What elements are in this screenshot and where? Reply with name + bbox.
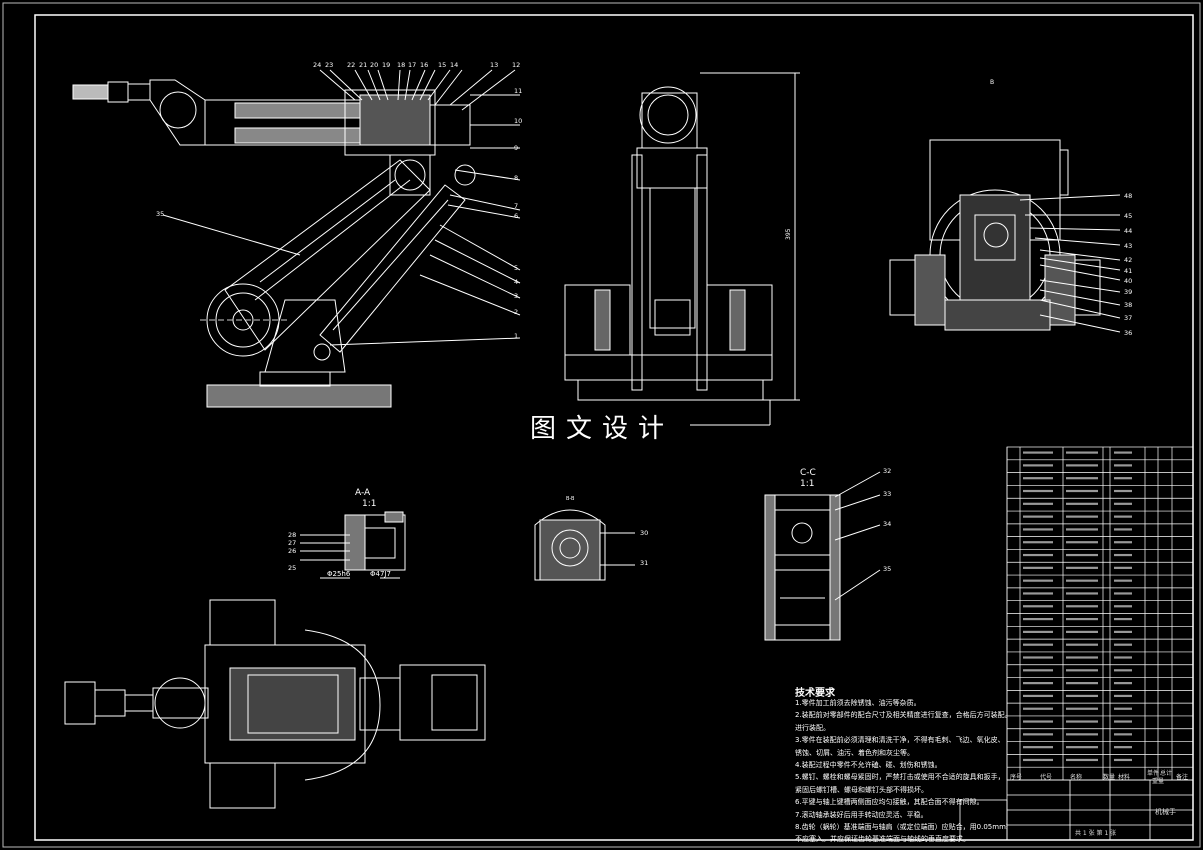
tech-req-line: 6.平键与轴上键槽两侧面应均匀接触，其配合面不得有间隙。 <box>795 798 984 807</box>
balloon-labels-right-arm: 11 10 9 8 7 6 5 4 3 2 1 <box>514 87 522 340</box>
balloon-40: 40 <box>1124 277 1132 285</box>
section-aa-title: A-A <box>355 488 371 498</box>
balloon-20: 20 <box>370 61 378 69</box>
svg-text:B: B <box>990 79 994 86</box>
balloon-24: 24 <box>313 61 321 69</box>
balloon-25: 25 <box>288 564 296 572</box>
balloon-3: 3 <box>514 292 518 300</box>
balloon-labels-aa: 28 27 26 25 <box>288 531 296 572</box>
tech-req-line: 4.装配过程中零件不允许磕、碰、划伤和锈蚀。 <box>795 761 942 770</box>
dimension-bore: Φ47J7 <box>370 570 391 578</box>
plan-view <box>64 599 486 809</box>
balloon-28: 28 <box>288 531 296 539</box>
balloon-48: 48 <box>1124 192 1132 200</box>
balloon-41: 41 <box>1124 267 1132 275</box>
parts-header-qty: 数量 <box>1103 774 1116 781</box>
balloon-39: 39 <box>1124 288 1132 296</box>
balloon-32: 32 <box>883 467 891 475</box>
balloon-22: 22 <box>347 61 355 69</box>
balloon-12: 12 <box>512 61 520 69</box>
tech-req-line: 紧固后螺钉槽、螺母和螺钉头部不得损坏。 <box>795 785 928 794</box>
balloon-45: 45 <box>1124 212 1132 220</box>
tech-req-line: 3.零件在装配前必须清理和清洗干净，不得有毛刺、飞边、氧化皮、 <box>795 736 1005 745</box>
tech-req-line: 5.螺钉、螺栓和螺母紧固时，严禁打击或使用不合适的旋具和扳手， <box>795 773 1005 782</box>
balloon-34: 34 <box>883 520 891 528</box>
balloon-36: 36 <box>1124 329 1132 337</box>
balloon-labels-b: 30 31 <box>640 529 648 567</box>
balloon-23: 23 <box>325 61 333 69</box>
balloon-10: 10 <box>514 117 522 125</box>
parts-header-code: 代号 <box>1040 774 1053 781</box>
balloon-38: 38 <box>1124 301 1132 309</box>
tech-req-line: 进行装配。 <box>795 723 830 732</box>
tech-req-line: 2.装配前对零部件的配合尺寸及相关精度进行复查，合格后方可装配。 <box>795 711 1007 720</box>
balloon-30: 30 <box>640 529 648 537</box>
tech-req-line: 1.零件加工前须去除锈蚀、油污等杂质。 <box>795 699 921 707</box>
balloon-42: 42 <box>1124 256 1132 264</box>
section-cc-title: C-C <box>800 468 816 478</box>
side-view: 395 <box>564 72 800 426</box>
balloon-14: 14 <box>450 61 458 69</box>
sheet-info: 共 1 张 第 1 张 <box>1075 830 1117 837</box>
svg-text:395: 395 <box>785 228 792 240</box>
balloon-17: 17 <box>408 61 416 69</box>
tech-requirements-title: 技术要求 <box>795 688 835 699</box>
tech-req-line: 锈蚀、切屑、油污、着色剂和灰尘等。 <box>795 748 914 757</box>
parts-header-total: 总计 <box>1160 770 1173 777</box>
balloon-2: 2 <box>514 308 518 316</box>
balloon-26: 26 <box>288 547 296 555</box>
balloon-18: 18 <box>397 61 405 69</box>
parts-header-weight: 重量 <box>1152 778 1165 785</box>
watermark-text: 图文设计 <box>530 414 675 444</box>
parts-header-material: 材料 <box>1118 774 1131 781</box>
balloon-labels-top: 24 23 22 21 20 19 18 17 16 15 14 13 12 <box>313 61 520 69</box>
balloon-7: 7 <box>514 202 518 210</box>
section-aa <box>300 511 406 579</box>
balloon-labels-base: 48 45 44 43 42 41 40 39 38 37 36 <box>1124 192 1132 337</box>
drawing-border-inner <box>34 14 1194 841</box>
balloon-5: 5 <box>514 264 518 272</box>
front-view-arm <box>72 69 521 408</box>
section-b-bearing: B-B <box>534 496 635 581</box>
balloon-44: 44 <box>1124 227 1132 235</box>
balloon-1: 1 <box>514 332 518 340</box>
tech-req-line: 不应塞入。并应保证齿轮基准端面与轴线的垂直度要求。 <box>795 835 970 844</box>
balloon-8: 8 <box>514 174 518 182</box>
section-cc <box>764 471 881 641</box>
tech-requirements-list: 1.零件加工前须去除锈蚀、油污等杂质。 2.装配前对零部件的配合尺寸及相关精度进… <box>795 697 1007 846</box>
balloon-21: 21 <box>359 61 367 69</box>
balloon-15: 15 <box>438 61 446 69</box>
svg-text:B-B: B-B <box>566 496 575 502</box>
parts-header-unit: 单件 <box>1147 770 1160 777</box>
section-cc-scale: 1:1 <box>800 479 815 489</box>
balloon-19: 19 <box>382 61 390 69</box>
balloon-37: 37 <box>1124 314 1132 322</box>
base-view: B <box>889 79 1121 333</box>
balloon-31: 31 <box>640 559 648 567</box>
balloon-13: 13 <box>490 61 498 69</box>
parts-header-name: 名称 <box>1070 774 1083 781</box>
balloon-labels-cc: 32 33 34 35 <box>883 467 891 573</box>
section-aa-scale: 1:1 <box>362 499 377 509</box>
title-block <box>959 779 1194 841</box>
balloon-35-cc: 35 <box>883 565 891 573</box>
parts-list-table <box>1006 446 1194 781</box>
dimension-shaft: Φ25h6 <box>327 570 351 578</box>
balloon-6: 6 <box>514 212 518 220</box>
balloon-9: 9 <box>514 144 518 152</box>
balloon-33: 33 <box>883 490 891 498</box>
tech-req-line: 8.齿轮（蜗轮）基准端面与轴肩（或定位端面）应贴合，用0.05mm塞尺检查 <box>795 823 1007 832</box>
balloon-11: 11 <box>514 87 522 95</box>
parts-header-no: 序号 <box>1010 774 1023 781</box>
drawing-title: 机械手 <box>1155 808 1176 816</box>
tech-req-line: 7.滚动轴承装好后用手转动应灵活、平稳。 <box>795 810 928 819</box>
balloon-43: 43 <box>1124 242 1132 250</box>
balloon-27: 27 <box>288 539 296 547</box>
balloon-16: 16 <box>420 61 428 69</box>
balloon-4: 4 <box>514 278 518 286</box>
balloon-35-arm: 35 <box>156 210 164 218</box>
parts-header-remark: 备注 <box>1176 774 1189 781</box>
